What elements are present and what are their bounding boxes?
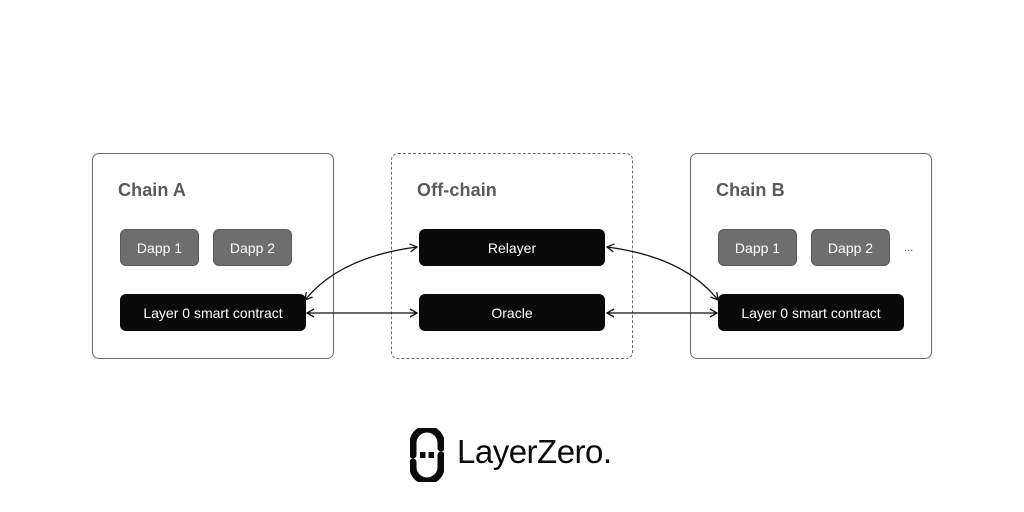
- arrow-contract-a-to-relayer: [304, 243, 419, 302]
- chain-a-dapp-1[interactable]: Dapp 1: [120, 229, 199, 266]
- layerzero-logo-icon: [410, 428, 444, 482]
- chain-a-dapp-2[interactable]: Dapp 2: [213, 229, 292, 266]
- offchain-title: Off-chain: [417, 180, 497, 200]
- chain-a-layer0-contract[interactable]: Layer 0 smart contract: [120, 294, 306, 331]
- chain-b-layer0-contract[interactable]: Layer 0 smart contract: [718, 294, 904, 331]
- chain-b-title: Chain B: [716, 180, 785, 200]
- chain-b-more-dapps: ...: [904, 242, 914, 254]
- layerzero-wordmark: LayerZero.: [457, 433, 612, 470]
- chain-b-dapp-1[interactable]: Dapp 1: [718, 229, 797, 266]
- oracle-block[interactable]: Oracle: [419, 294, 605, 331]
- arrow-relayer-to-contract-b: [605, 243, 719, 302]
- chain-b-dapp-2[interactable]: Dapp 2: [811, 229, 890, 266]
- chain-a-title: Chain A: [118, 180, 187, 200]
- relayer-block[interactable]: Relayer: [419, 229, 605, 266]
